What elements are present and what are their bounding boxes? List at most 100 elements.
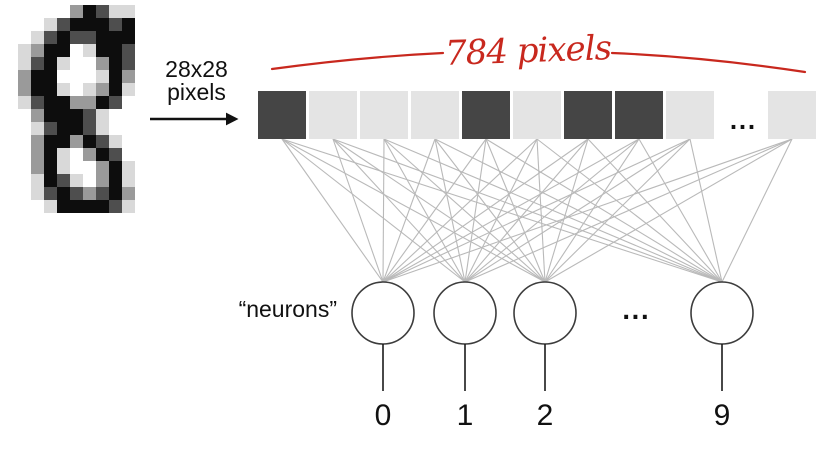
digit-pixel (31, 44, 44, 57)
digit-pixel (70, 122, 83, 135)
pixel-cell (666, 91, 714, 139)
digit-pixel (31, 174, 44, 187)
digit-pixel (18, 174, 31, 187)
digit-pixel (96, 70, 109, 83)
digit-pixel (5, 96, 18, 109)
digit-pixel (5, 122, 18, 135)
connection-wire (544, 138, 640, 283)
digit-pixel (83, 44, 96, 57)
digit-pixel (83, 135, 96, 148)
digit-pixel (5, 5, 18, 18)
digit-pixel (83, 70, 96, 83)
digit-pixel (44, 44, 57, 57)
connection-wire (281, 138, 384, 283)
digit-pixel (122, 135, 135, 148)
input-size-label: 28x28 pixels (144, 58, 249, 104)
digit-pixel (122, 200, 135, 213)
digit-pixel (31, 109, 44, 122)
input-size-line2: pixels (167, 79, 226, 105)
digit-pixel (83, 174, 96, 187)
digit-pixel (18, 18, 31, 31)
digit-pixel (135, 109, 148, 122)
connection-wire (281, 138, 546, 283)
digit-pixel (135, 148, 148, 161)
connection-wire (464, 138, 640, 283)
output-digit-label: 1 (456, 399, 474, 432)
digit-pixel (109, 135, 122, 148)
connection-wire (382, 138, 487, 283)
connection-wire (382, 138, 538, 283)
pixel-cell (309, 91, 357, 139)
digit-pixel (70, 187, 83, 200)
digit-pixel (18, 83, 31, 96)
digit-pixel (83, 122, 96, 135)
digit-pixel (83, 31, 96, 44)
digit-pixel (18, 200, 31, 213)
output-digit-label: 2 (536, 399, 554, 432)
digit-pixel (135, 135, 148, 148)
digit-pixel (83, 200, 96, 213)
digit-pixel (109, 5, 122, 18)
pixel-cell (768, 91, 816, 139)
digit-pixel (83, 57, 96, 70)
digit-pixel (31, 96, 44, 109)
digit-pixel (57, 174, 70, 187)
flatten-arrow-icon (150, 112, 239, 126)
digit-pixel (44, 148, 57, 161)
digit-pixel (122, 161, 135, 174)
digit-pixel (83, 187, 96, 200)
connection-wire (434, 138, 466, 283)
neurons-label: “neurons” (238, 296, 337, 322)
digit-pixel (5, 44, 18, 57)
digit-pixel (109, 122, 122, 135)
digit-pixel (5, 18, 18, 31)
digit-pixel (31, 148, 44, 161)
digit-pixel (18, 148, 31, 161)
digit-pixel (5, 200, 18, 213)
digit-pixel (96, 187, 109, 200)
pixel-cell (462, 91, 510, 139)
connection-wire (382, 138, 385, 283)
digit-pixel (57, 200, 70, 213)
digit-pixel (96, 148, 109, 161)
digit-pixel (96, 31, 109, 44)
digit-pixel (18, 57, 31, 70)
digit-pixel (57, 122, 70, 135)
connection-wire (382, 138, 640, 283)
digit-pixel (70, 31, 83, 44)
digit-pixel (57, 109, 70, 122)
digit-pixel (44, 174, 57, 187)
digit-pixel (83, 5, 96, 18)
neuron-circles (351, 281, 754, 391)
digit-pixel (31, 5, 44, 18)
digit-pixel (96, 122, 109, 135)
digit-pixel (122, 18, 135, 31)
digit-pixel (70, 57, 83, 70)
digit-pixel (70, 5, 83, 18)
digit-pixel (57, 70, 70, 83)
digit-pixel (18, 31, 31, 44)
connection-wire (434, 138, 546, 283)
digit-pixel (96, 135, 109, 148)
digit-pixel (96, 174, 109, 187)
digit-pixel (57, 44, 70, 57)
mnist-digit-image (5, 5, 148, 213)
digit-pixel (122, 5, 135, 18)
digit-pixel (5, 148, 18, 161)
digit-pixel (83, 83, 96, 96)
connection-wire (464, 138, 589, 283)
digit-pixel (109, 161, 122, 174)
digit-pixel (70, 148, 83, 161)
connection-wire (383, 138, 466, 283)
digit-pixel (122, 174, 135, 187)
digit-pixel (96, 83, 109, 96)
digit-pixel (5, 57, 18, 70)
digit-pixel (109, 70, 122, 83)
connection-wire (464, 138, 487, 283)
digit-pixel (31, 18, 44, 31)
output-digit-label: 0 (374, 399, 392, 432)
digit-pixel (70, 161, 83, 174)
digit-pixel (109, 109, 122, 122)
